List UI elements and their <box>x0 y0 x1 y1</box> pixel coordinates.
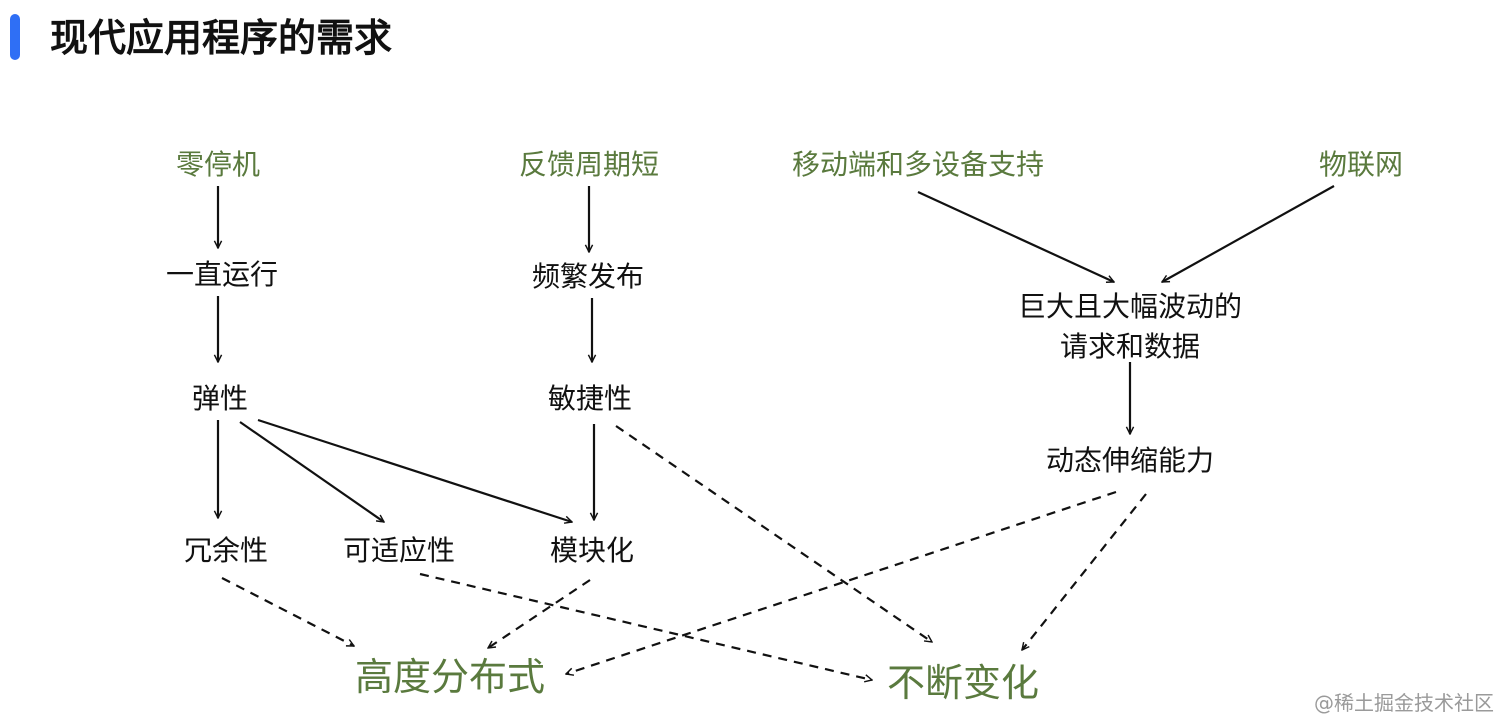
edge-dynamic-scaling-to-constant-change <box>1022 493 1147 650</box>
node-resilience: 弹性 <box>192 382 248 415</box>
edge-redundancy-to-highly-distributed <box>221 577 354 647</box>
edge-resilience-to-modularity <box>257 418 572 522</box>
node-highly-distributed: 高度分布式 <box>355 655 545 699</box>
node-mobile-multi-device: 移动端和多设备支持 <box>792 148 1044 181</box>
node-dynamic-scaling: 动态伸缩能力 <box>1046 444 1214 477</box>
title-accent-bar <box>10 14 20 60</box>
node-adaptability: 可适应性 <box>343 534 455 567</box>
page-title: 现代应用程序的需求 <box>50 16 393 60</box>
node-short-feedback: 反馈周期短 <box>519 148 659 181</box>
node-always-running: 一直运行 <box>166 258 278 291</box>
diagram-nodes: 零停机 反馈周期短 移动端和多设备支持 物联网 一直运行 频繁发布 巨大且大幅波… <box>166 148 1403 705</box>
node-huge-fluctuating-line1: 巨大且大幅波动的 <box>1018 290 1242 323</box>
edge-resilience-to-adaptability <box>239 421 384 522</box>
diagram-edges <box>218 185 1335 680</box>
node-zero-downtime: 零停机 <box>176 148 260 181</box>
edge-mobile-to-huge-fluctuating <box>917 191 1114 283</box>
edge-dynamic-scaling-to-highly-distributed <box>566 490 1117 674</box>
node-constant-change: 不断变化 <box>887 661 1039 705</box>
node-iot: 物联网 <box>1319 148 1403 181</box>
edge-agility-to-constant-change <box>615 425 932 642</box>
node-agility: 敏捷性 <box>548 382 632 415</box>
edge-iot-to-huge-fluctuating <box>1162 185 1335 283</box>
node-frequent-release: 频繁发布 <box>532 260 644 293</box>
watermark: @稀土掘金技术社区 <box>1314 691 1494 715</box>
edge-modularity-to-highly-distributed <box>488 579 591 649</box>
edge-adaptability-to-constant-change <box>419 572 872 680</box>
node-modularity: 模块化 <box>550 534 634 567</box>
node-redundancy: 冗余性 <box>184 534 268 567</box>
node-huge-fluctuating-line2: 请求和数据 <box>1060 330 1200 363</box>
